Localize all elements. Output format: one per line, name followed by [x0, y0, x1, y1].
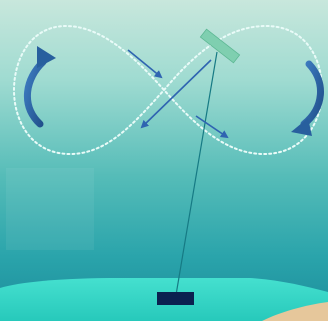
faded-panel: [6, 168, 94, 250]
ground-station-icon: [157, 292, 194, 305]
